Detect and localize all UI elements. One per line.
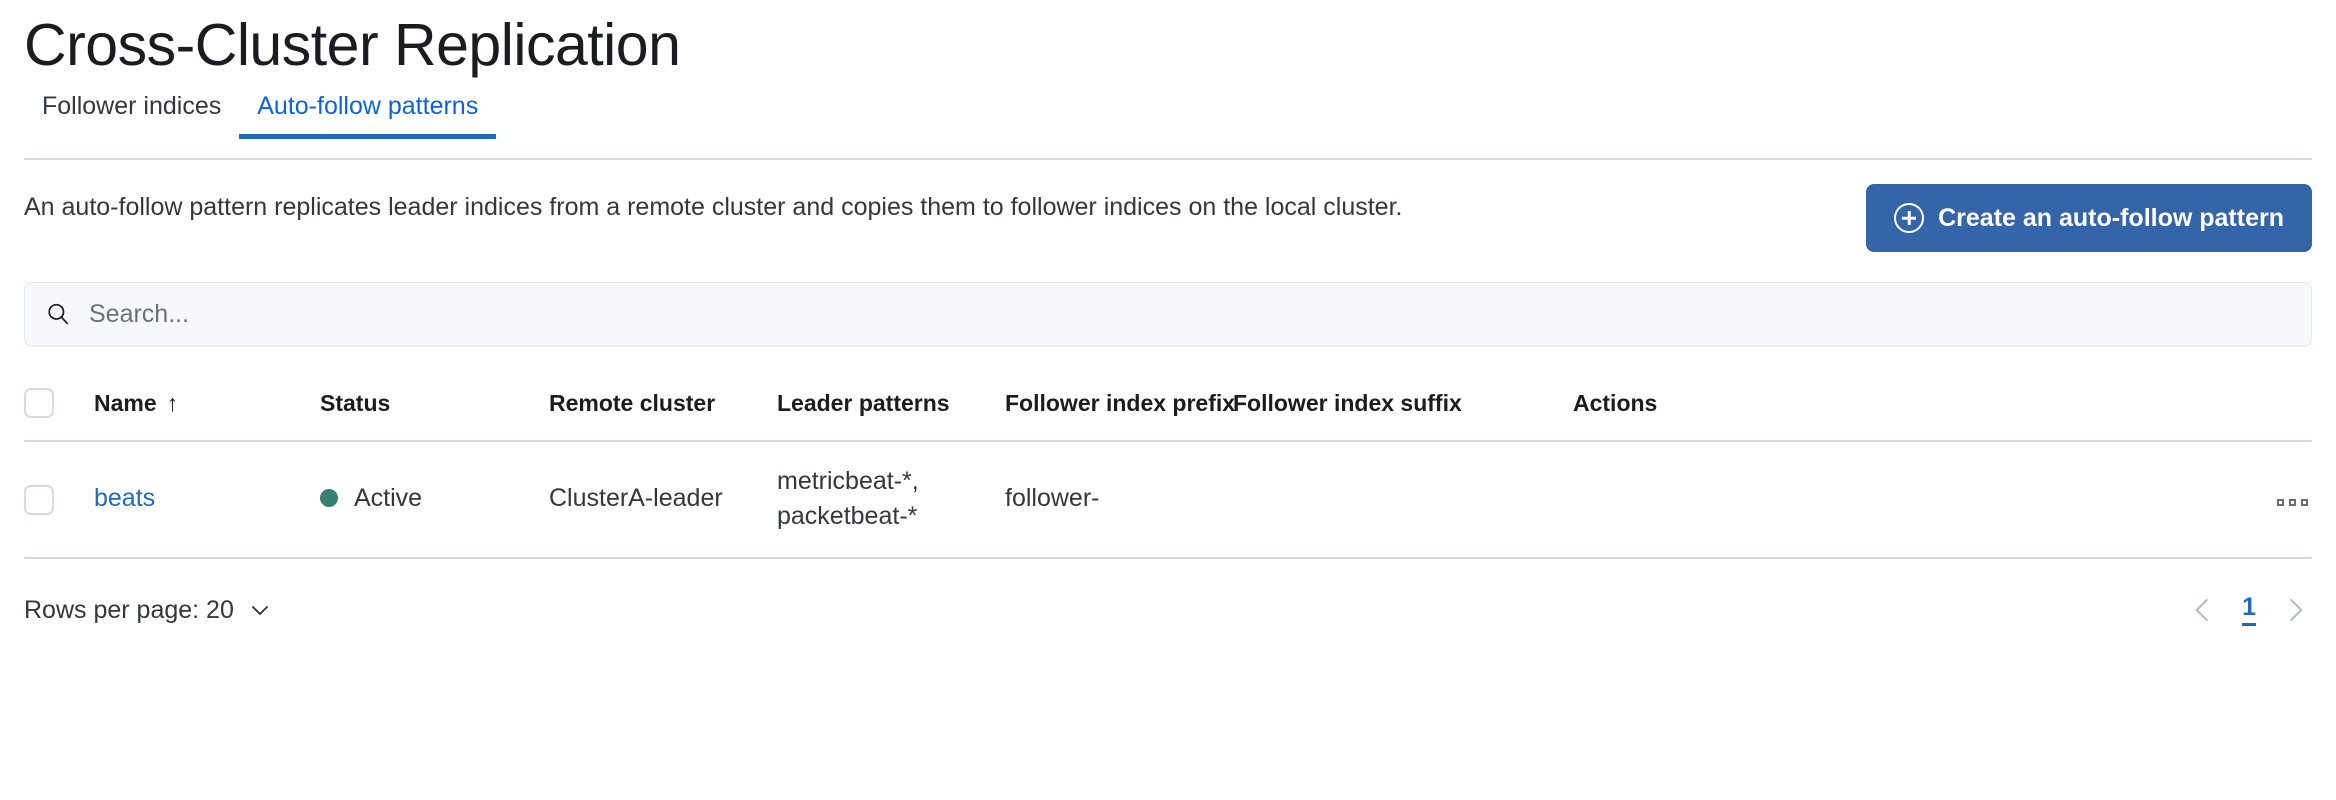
table-header-row: Name ↑ Status Remote cluster Leader patte… [24,368,2312,442]
column-header-follower-index-prefix[interactable]: Follower index prefix [1005,368,1235,442]
ellipsis-dot [2289,499,2296,507]
ellipsis-dot [2277,499,2284,507]
description-row: An auto-follow pattern replicates leader… [24,184,2312,252]
row-select-checkbox[interactable] [24,484,54,515]
ellipsis-horizontal-icon[interactable] [2273,495,2312,510]
pagination-page-1[interactable]: 1 [2242,594,2256,626]
cell-actions [1573,441,2312,559]
column-header-remote-cluster[interactable]: Remote cluster [549,368,777,442]
tab-follower-indices-label: Follower indices [42,92,222,120]
auto-follow-pattern-link[interactable]: beats [94,484,156,513]
column-header-follower-index-suffix[interactable]: Follower index suffix [1233,368,1573,442]
tab-follower-indices[interactable]: Follower indices [24,94,239,139]
tab-bar: Follower indices Auto-follow patterns [24,94,2312,160]
ellipsis-dot [2301,499,2308,507]
select-all-checkbox[interactable] [24,388,54,418]
tab-auto-follow-patterns-label: Auto-follow patterns [257,92,479,120]
page-title: Cross-Cluster Replication [24,12,681,78]
chevron-right-icon[interactable] [2278,593,2312,627]
plus-in-circle-icon [1894,203,1925,233]
search-icon [45,301,71,327]
tab-auto-follow-patterns[interactable]: Auto-follow patterns [239,92,497,139]
column-header-name-label: Name [94,389,157,416]
table-row: beats Active ClusterA-leader metricbeat-… [24,441,2312,559]
row-select-cell [24,441,94,559]
status-dot-icon [320,488,338,507]
cell-status: Active [320,441,549,559]
cell-name: beats [94,441,320,559]
chevron-left-icon[interactable] [2186,593,2220,627]
table-body: beats Active ClusterA-leader metricbeat-… [24,441,2312,559]
create-button-label: Create an auto-follow pattern [1938,203,2284,232]
chevron-down-icon [248,598,272,622]
auto-follow-patterns-table: Name ↑ Status Remote cluster Leader patte… [24,368,2312,559]
page-description: An auto-follow pattern replicates leader… [24,193,1403,221]
column-header-name[interactable]: Name ↑ [94,368,320,442]
status-badge: Active [320,481,422,516]
pagination: 1 [2186,593,2312,627]
status-label: Active [354,483,423,512]
table-footer: Rows per page: 20 1 [24,585,2312,635]
cell-follower-index-prefix: follower- [1005,441,1233,559]
sort-ascending-icon: ↑ [166,389,179,416]
search-bar[interactable] [24,282,2312,346]
rows-per-page-label: Rows per page: 20 [24,595,234,624]
select-all-header [24,368,94,442]
table-header: Name ↑ Status Remote cluster Leader patte… [24,368,2312,442]
create-auto-follow-pattern-button[interactable]: Create an auto-follow pattern [1866,184,2312,252]
search-input[interactable] [87,283,2291,345]
cell-remote-cluster: ClusterA-leader [549,441,777,559]
column-header-status[interactable]: Status [320,368,549,442]
cell-leader-patterns: metricbeat-*, packetbeat-* [777,441,1005,559]
rows-per-page-select[interactable]: Rows per page: 20 [24,596,272,625]
cell-follower-index-suffix [1233,441,1573,559]
column-header-actions: Actions [1573,368,2312,442]
column-header-leader-patterns[interactable]: Leader patterns [777,368,1005,442]
